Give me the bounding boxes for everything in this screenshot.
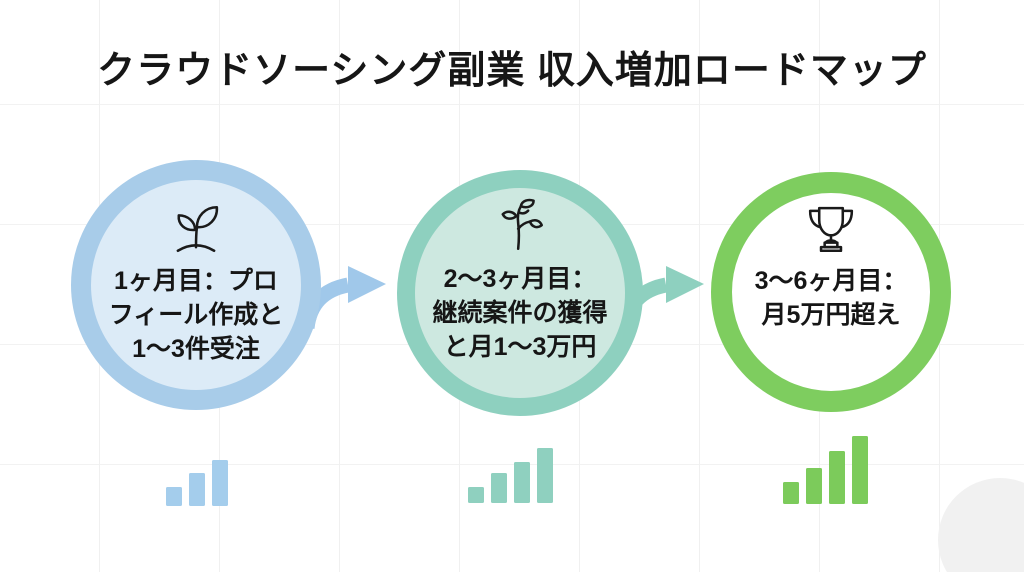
bar: [806, 468, 822, 504]
sprout-icon: [176, 205, 219, 253]
step-circle-3: 3〜6ヶ月目： 月5万円超え: [711, 172, 951, 412]
bar: [468, 487, 484, 503]
step-circle-1: 1ヶ月目：プロ フィール作成と 1〜3件受注: [71, 160, 321, 410]
bar: [189, 473, 205, 506]
bar: [852, 436, 868, 504]
step-label-line: 3〜6ヶ月目：: [754, 267, 908, 295]
bar: [537, 448, 553, 503]
page-title: クラウドソーシング副業 収入増加ロードマップ: [97, 50, 927, 92]
bar: [166, 487, 182, 506]
bar: [783, 482, 799, 504]
step-label-line: と月1〜3万円: [443, 333, 597, 361]
growth-bars-step-3: [783, 436, 868, 504]
step-label-line: 継続案件の獲得: [432, 299, 608, 327]
growth-bars-step-2: [468, 448, 553, 503]
tree-icon: [501, 198, 544, 251]
growth-bars-step-1: [166, 460, 228, 506]
step-label-line: 月5万円超え: [761, 301, 901, 329]
step-label: 3〜6ヶ月目： 月5万円超え: [755, 264, 908, 332]
trophy-icon: [808, 206, 854, 253]
step-label-line: 2〜3ヶ月目：: [443, 265, 597, 293]
step-label: 2〜3ヶ月目： 継続案件の獲得 と月1〜3万円: [432, 262, 607, 364]
step-label-line: 1〜3件受注: [132, 335, 260, 363]
bar: [212, 460, 228, 506]
bar: [514, 462, 530, 503]
step-label-line: 1ヶ月目：プロ: [114, 267, 278, 295]
step-label-line: フィール作成と: [108, 301, 284, 329]
step-circle-2: 2〜3ヶ月目： 継続案件の獲得 と月1〜3万円: [397, 170, 643, 416]
bar: [829, 451, 845, 504]
corner-decor-circle: [938, 478, 1024, 572]
step-label: 1ヶ月目：プロ フィール作成と 1〜3件受注: [109, 264, 284, 366]
bar: [491, 473, 507, 503]
